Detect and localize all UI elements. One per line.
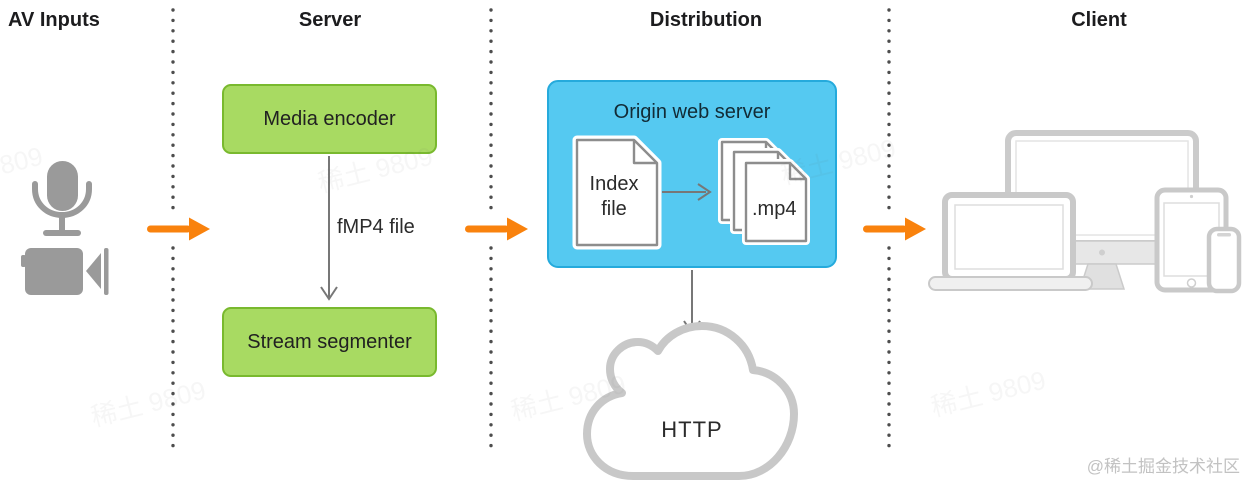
flow-arrow-inputs-to-server: [147, 217, 210, 241]
section-title-client: Client: [1071, 9, 1127, 31]
section-title-av-inputs: AV Inputs: [8, 9, 100, 31]
media-encoder-box: Media encoder: [222, 84, 437, 154]
section-title-server: Server: [298, 9, 362, 31]
watermark-tile: 稀土 9809: [0, 140, 46, 198]
watermark-tile: 稀土 9809: [507, 368, 629, 427]
index-file-label: Index file: [589, 173, 639, 220]
stream-segmenter-box: Stream segmenter: [222, 307, 437, 377]
tablet-icon: [1154, 187, 1229, 293]
origin-web-server-title: Origin web server: [613, 101, 771, 123]
laptop-icon: [928, 192, 1093, 291]
flow-arrow-server-to-distribution: [465, 217, 528, 241]
desktop-monitor-icon: [1005, 130, 1199, 290]
http-label: HTTP: [661, 417, 723, 442]
arrow-server-to-cloud: [683, 270, 701, 335]
media-encoder-label: Media encoder: [263, 107, 396, 130]
mp4-label: .mp4: [752, 198, 797, 220]
smartphone-icon: [1206, 226, 1242, 294]
watermark-tile: 稀土 9809: [927, 364, 1049, 423]
section-title-distribution: Distribution: [649, 9, 763, 31]
video-camera-icon: [21, 248, 109, 295]
watermark-tile: 稀土 9809: [87, 374, 209, 433]
fmp4-file-label: fMP4 file: [337, 216, 415, 238]
stream-segmenter-label: Stream segmenter: [247, 330, 412, 353]
watermark-credit: @稀土掘金技术社区: [1086, 457, 1240, 476]
flow-arrow-distribution-to-client: [863, 217, 926, 241]
